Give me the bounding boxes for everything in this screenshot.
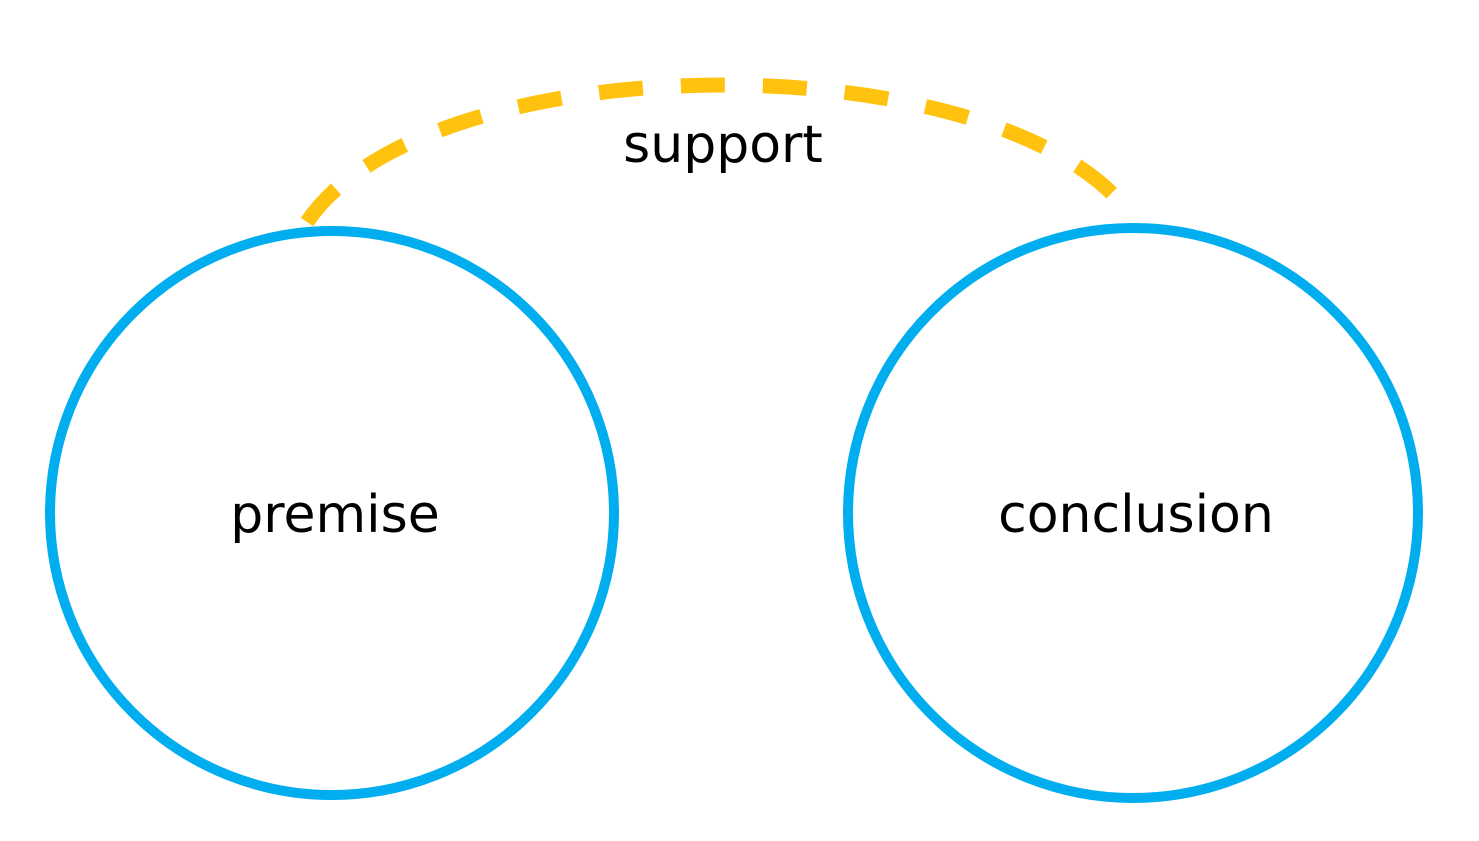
node-conclusion-circle[interactable] — [843, 223, 1423, 803]
node-label-conclusion: conclusion — [998, 485, 1274, 545]
edge-support-arc[interactable] — [300, 77, 1140, 227]
node-label-premise: premise — [230, 485, 439, 545]
node-premise-circle[interactable] — [45, 226, 619, 800]
edge-label-support: support — [623, 115, 823, 175]
